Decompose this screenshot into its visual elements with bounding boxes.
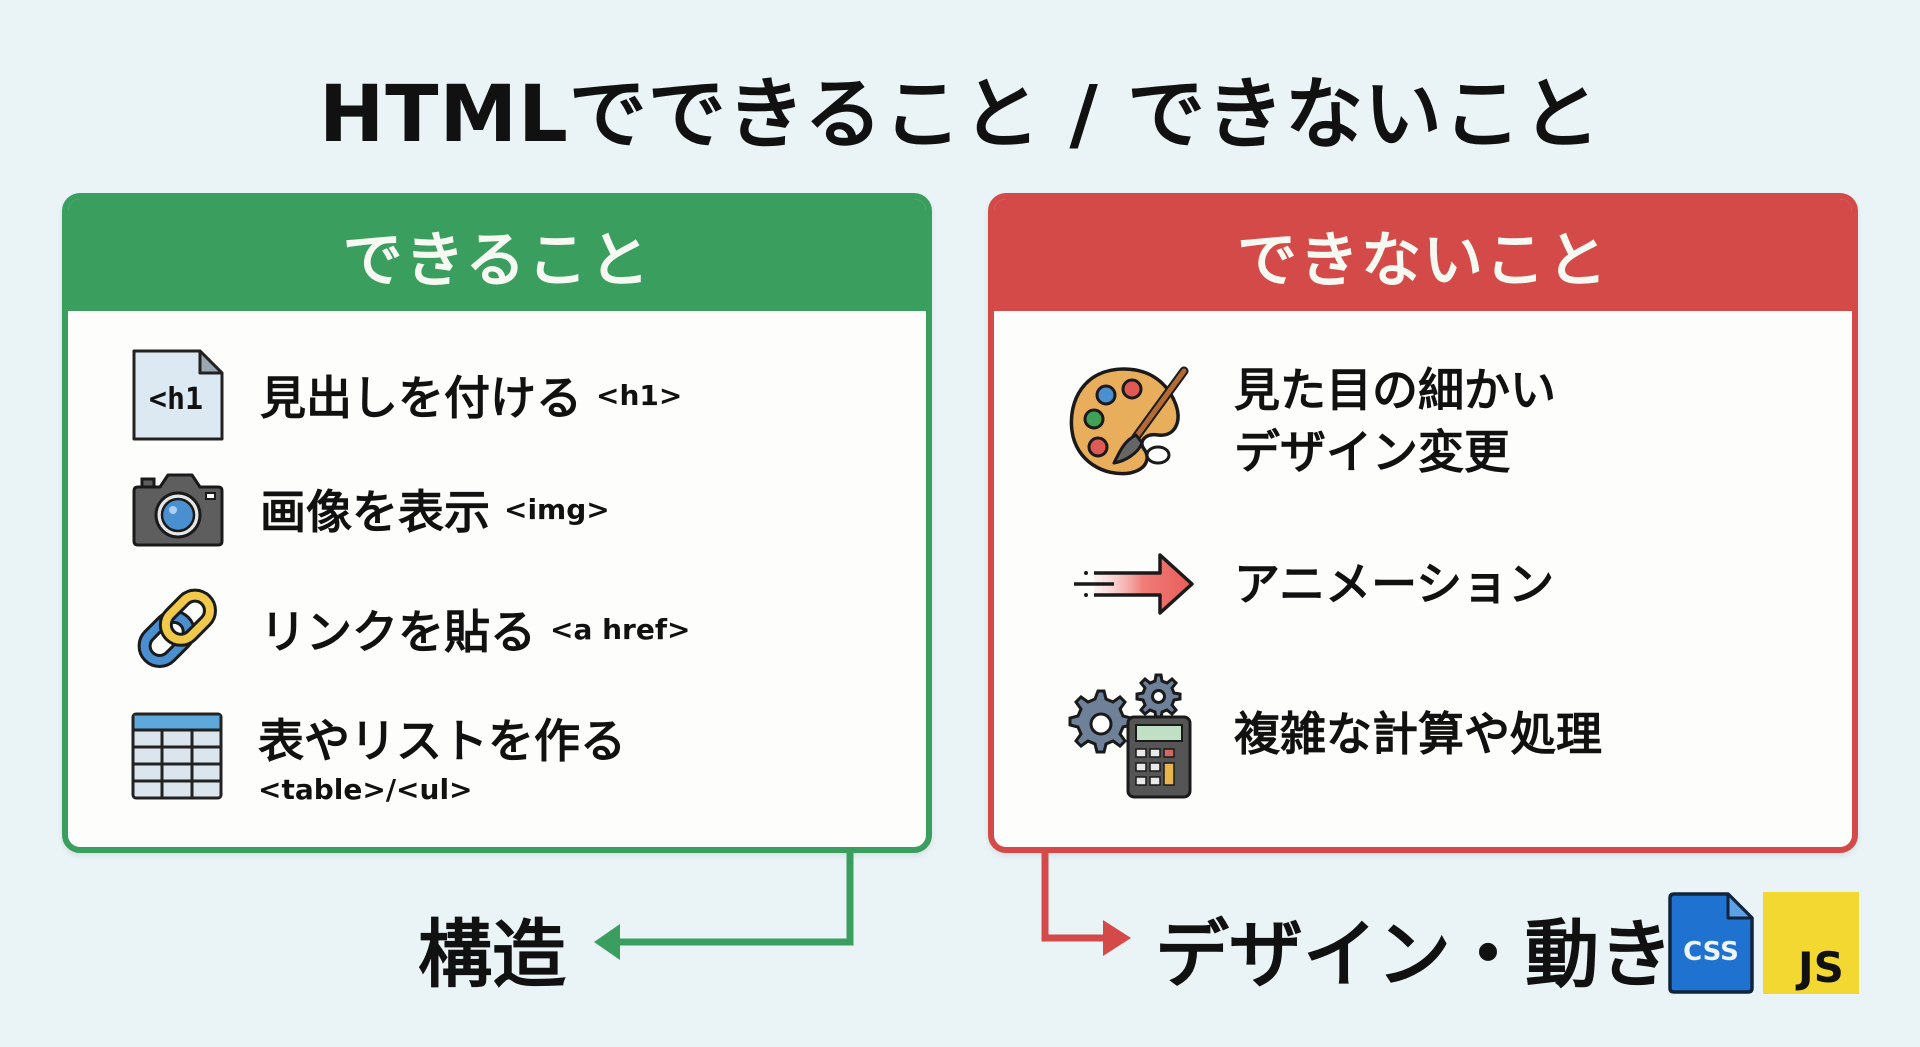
- h1-file-icon: <h1: [130, 347, 226, 443]
- link-icon: [130, 579, 226, 679]
- structure-label: 構造: [418, 912, 566, 998]
- camera-icon: [130, 469, 226, 549]
- css-file-icon: CSS: [1668, 892, 1754, 994]
- table-icon: [130, 711, 224, 801]
- gears-calculator-icon: [1064, 669, 1194, 799]
- can-item-tag: <img>: [504, 492, 610, 526]
- css-badge-label: CSS: [1683, 937, 1739, 967]
- js-badge-label: JS: [1795, 943, 1844, 992]
- can-item-tag: <a href>: [550, 612, 691, 646]
- structure-connector-arrow: [594, 852, 854, 960]
- can-panel-header: できること: [68, 199, 926, 311]
- can-item-text: 見出しを付ける: [260, 371, 582, 425]
- can-item-text: 表やリストを作る: [258, 714, 626, 768]
- cannot-item-animation: アニメーション: [1064, 549, 1554, 619]
- can-item-text: 画像を表示: [260, 485, 490, 539]
- can-item-heading: <h1 見出しを付ける <h1>: [130, 347, 682, 443]
- motion-arrow-icon: [1064, 549, 1194, 619]
- palette-icon: [1064, 361, 1194, 481]
- cannot-item-text-line1: 見た目の細かい: [1234, 363, 1556, 417]
- js-logo-icon: JS: [1763, 892, 1859, 994]
- h1-icon-label: <h1: [149, 382, 203, 417]
- cannot-panel-header: できないこと: [994, 199, 1852, 311]
- design-motion-label: デザイン・動き: [1155, 912, 1673, 998]
- can-item-tag: <table>/<ul>: [258, 773, 473, 806]
- can-item-link: リンクを貼る <a href>: [130, 579, 690, 679]
- page-title: HTMLでできること / できないこと: [318, 70, 1602, 160]
- cannot-item-design: 見た目の細かい デザイン変更: [1064, 359, 1556, 483]
- can-item-tag: <h1>: [596, 378, 683, 412]
- cannot-item-text-line2: デザイン変更: [1234, 425, 1510, 479]
- can-item-text: リンクを貼る: [260, 605, 536, 659]
- design-connector-arrow: [1041, 852, 1131, 956]
- cannot-panel: できないこと 見た目の細かい デザイン変更: [988, 193, 1858, 853]
- cannot-item-text: 複雑な計算や処理: [1234, 707, 1602, 761]
- can-item-image: 画像を表示 <img>: [130, 469, 610, 549]
- cannot-item-processing: 複雑な計算や処理: [1064, 669, 1602, 799]
- cannot-item-text: アニメーション: [1234, 557, 1555, 611]
- can-panel: できること <h1 見出しを付ける <h1> 画像を表示 <img>: [62, 193, 932, 853]
- can-item-table: 表やリストを作る <table>/<ul>: [130, 705, 626, 806]
